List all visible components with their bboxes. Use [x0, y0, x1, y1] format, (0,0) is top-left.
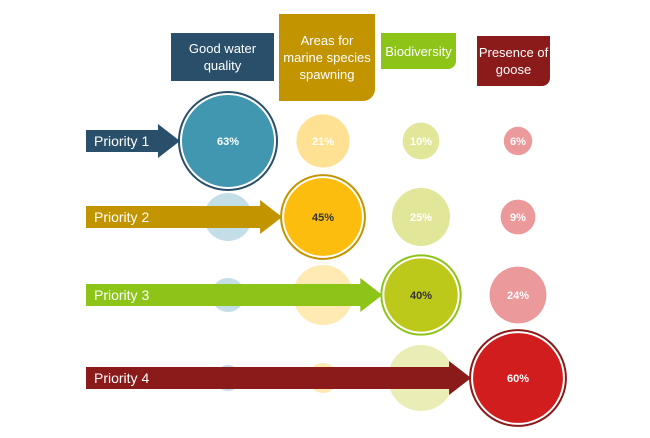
value-bubble: [384, 258, 458, 332]
bubble-value-label: 10%: [410, 136, 432, 148]
value-bubble: [473, 333, 563, 423]
value-bubble: [503, 126, 533, 156]
column-header-good-water-quality: Good water quality: [171, 33, 274, 81]
priority-label: Priority 3: [94, 287, 149, 303]
column-header-biodiversity: Biodiversity: [381, 33, 456, 69]
priority-arrow: [86, 361, 472, 395]
value-bubble: [296, 114, 350, 168]
priority-label: Priority 2: [94, 209, 149, 225]
column-header-label: Areas for marine species spawning: [283, 33, 371, 82]
column-header-spawning-areas: Areas for marine species spawning: [279, 14, 375, 101]
value-bubble: [181, 94, 275, 188]
bubble-value-label: 6%: [510, 136, 526, 148]
bubble-value-label: 45%: [312, 212, 334, 224]
priority-arrow: [86, 278, 383, 312]
bubble-value-label: 9%: [510, 212, 526, 224]
column-header-label: Presence of goose: [478, 45, 549, 77]
value-bubble: [500, 199, 536, 235]
bubble-value-label: 21%: [312, 136, 334, 148]
value-bubble: [489, 266, 547, 324]
column-header-presence-of-goose: Presence of goose: [477, 36, 550, 86]
value-bubble: [392, 188, 450, 246]
bubble-value-label: 63%: [217, 136, 239, 148]
bubble-value-label: 60%: [507, 373, 529, 385]
column-header-label: Good water quality: [188, 41, 257, 73]
value-bubble: [402, 122, 440, 160]
priority-label: Priority 1: [94, 133, 149, 149]
bubble-value-label: 24%: [507, 290, 529, 302]
priority-arrow: [86, 200, 283, 234]
bubble-value-label: 25%: [410, 212, 432, 224]
priority-arrow: [86, 124, 180, 158]
value-bubble: [284, 178, 362, 256]
priority-label: Priority 4: [94, 370, 149, 386]
column-header-label: Biodiversity: [385, 43, 452, 59]
bubble-value-label: 40%: [410, 290, 432, 302]
